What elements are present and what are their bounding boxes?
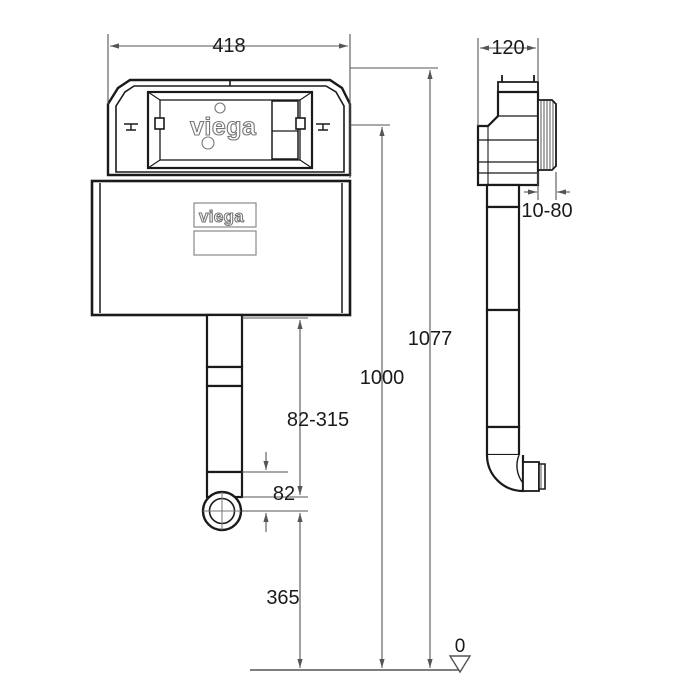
dim-label-depth: 120: [491, 37, 524, 59]
outlet-crosshair: [203, 492, 241, 530]
window-bevels: [147, 91, 313, 169]
datum-triangle-icon: [448, 655, 472, 674]
dimension-labels: 418 120 10-80 1077 1000 82-315 82 365 0: [212, 35, 572, 657]
tank-label-block: viega: [193, 202, 257, 256]
side-top-nibs: [501, 75, 535, 82]
logo-dot-upper: [214, 102, 226, 114]
dim-label-width: 418: [212, 35, 245, 57]
side-pipe-collar-top: [485, 183, 521, 209]
side-spigot-end: [538, 463, 546, 490]
dim-label-outlet-range: 82-315: [287, 409, 349, 431]
brand-logo-top: viega: [189, 102, 257, 150]
flush-pipe-lower: [205, 384, 244, 474]
logo-dot-lower: [201, 136, 215, 150]
tank-label-upper: [193, 202, 257, 228]
dim-label-outlet-offset: 82: [273, 483, 295, 505]
front-view-geometry: viega viega: [90, 78, 352, 532]
dim-label-flange-adjust: 10-80: [521, 200, 572, 222]
brand-logo-top-text: viega: [190, 113, 257, 141]
dimension-lines: [107, 34, 570, 674]
frame-fixing-marks: [124, 117, 330, 131]
top-frame-inner: [115, 85, 345, 173]
tank-label-lower: [193, 230, 257, 256]
side-top-rail: [497, 81, 539, 93]
side-spigot: [522, 461, 540, 492]
flush-pipe-collar: [205, 365, 244, 388]
flush-pipe-upper: [205, 313, 244, 369]
side-body-profile: [476, 90, 540, 187]
side-view-geometry: [476, 75, 557, 493]
dim-label-floor-clearance: 365: [266, 587, 299, 609]
side-pipe-lower: [485, 308, 521, 429]
side-elbow: [485, 454, 525, 493]
brand-logo-body-text: viega: [199, 207, 244, 226]
flange-ribs: [540, 101, 554, 169]
dim-label-datum: 0: [455, 636, 466, 657]
side-pipe-upper: [485, 205, 521, 312]
side-pipe-foot: [485, 425, 521, 457]
dim-label-total-height: 1077: [408, 328, 453, 350]
side-elbow-inner: [516, 454, 524, 484]
flush-button-block: [271, 100, 299, 160]
dim-label-connection-height: 1000: [360, 367, 405, 389]
